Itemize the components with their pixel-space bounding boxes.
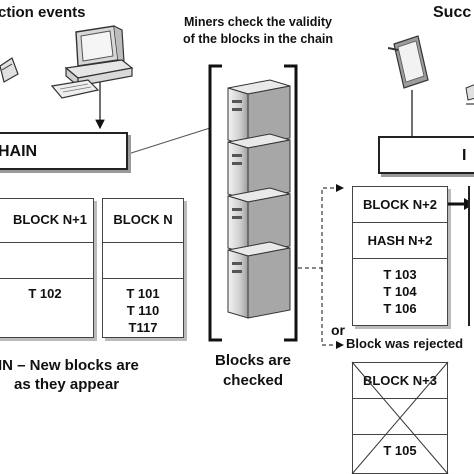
left-header: ction events xyxy=(0,4,86,21)
block-n-transaction-3: T117 xyxy=(128,320,158,335)
printer-icon xyxy=(0,57,19,83)
next-block-edge xyxy=(468,186,474,326)
block-n-plus-2: BLOCK N+2 HASH N+2 T 103 T 104 T 106 xyxy=(352,186,448,326)
tablet-icon xyxy=(388,35,429,89)
block-n-plus-3-title: BLOCK N+3 xyxy=(362,373,438,388)
block-n-plus-2-transaction-1: T 103 xyxy=(383,267,417,282)
chain-to-miners-line xyxy=(127,127,211,155)
device-icon xyxy=(465,84,474,101)
right-chain-label: I xyxy=(462,147,467,164)
or-label: or xyxy=(331,322,345,338)
server-unit-1 xyxy=(227,79,291,147)
block-n-transaction-1: T 101 xyxy=(126,286,160,301)
left-chain-box: HAIN xyxy=(0,132,128,170)
middle-header-line-1: Miners check the validity xyxy=(184,15,332,29)
block-n-plus-1-transaction: T 102 xyxy=(28,286,62,301)
block-n-plus-2-hash: HASH N+2 xyxy=(367,233,433,248)
miners-to-accepted-arrow xyxy=(298,184,344,269)
server-unit-2 xyxy=(227,133,291,201)
server-unit-4 xyxy=(227,241,291,319)
block-n-plus-1-title: BLOCK N+1 xyxy=(12,212,87,227)
left-caption-line-1: IN – New blocks are xyxy=(0,357,139,374)
right-header: Succ xyxy=(433,4,472,21)
block-n-plus-2-title: BLOCK N+2 xyxy=(362,197,438,212)
block-n-plus-1: BLOCK N+1 T 102 xyxy=(0,198,94,338)
block-n-plus-2-transaction-2: T 104 xyxy=(383,284,417,299)
block-n-plus-3-transaction: T 105 xyxy=(383,443,417,458)
middle-header-line-2: of the blocks in the chain xyxy=(182,32,334,46)
right-chain-box: I xyxy=(378,136,474,174)
block-n-plus-2-transaction-3: T 106 xyxy=(383,301,417,316)
rejected-label: Block was rejected xyxy=(346,336,464,351)
middle-caption-line-1: Blocks are xyxy=(215,352,291,369)
computer-icon xyxy=(50,25,134,99)
left-chain-label: HAIN xyxy=(0,143,38,160)
server-unit-3 xyxy=(227,187,291,255)
block-n-transaction-2: T 110 xyxy=(126,303,160,318)
left-caption-line-2: as they appear xyxy=(14,376,120,393)
block-n: BLOCK N T 101 T 110 T117 xyxy=(102,198,184,338)
block-n-title: BLOCK N xyxy=(113,212,173,227)
middle-caption-line-2: checked xyxy=(222,372,284,389)
